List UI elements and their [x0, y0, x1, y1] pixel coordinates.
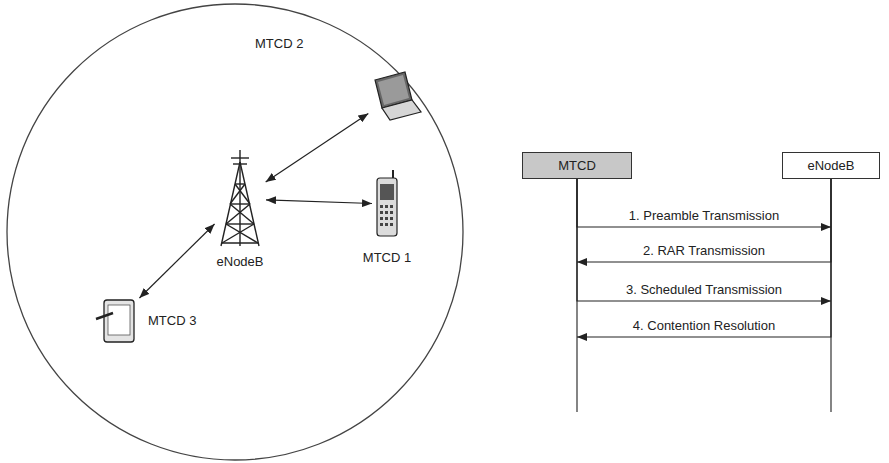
message-label: 1. Preamble Transmission [627, 208, 781, 223]
link-arrow [139, 224, 214, 298]
laptop-icon [375, 72, 421, 120]
tablet-icon [96, 300, 134, 342]
lifeline-head: MTCD [522, 152, 632, 179]
device-label: MTCD 3 [146, 313, 198, 328]
link-arrow [266, 200, 372, 204]
message-arrow [577, 179, 831, 262]
lifeline-title: eNodeB [808, 158, 855, 173]
device-node: MTCD 2 [370, 68, 422, 122]
message-label: 2. RAR Transmission [641, 243, 767, 258]
message-arrow [577, 179, 831, 227]
message-label: 4. Contention Resolution [631, 318, 777, 333]
tower-icon [221, 150, 259, 246]
device-node: MTCD 3 [94, 298, 138, 344]
device-label: eNodeB [215, 254, 266, 269]
cell-boundary [7, 4, 463, 460]
phone-icon [377, 170, 397, 236]
link-arrow [266, 113, 369, 181]
lifeline-title: MTCD [558, 158, 596, 173]
message-arrow [577, 179, 831, 337]
device-node: MTCD 1 [374, 168, 400, 240]
base-station-node: eNodeB [216, 150, 264, 248]
lifeline-head: eNodeB [782, 152, 880, 179]
device-label: MTCD 1 [361, 250, 413, 265]
message-arrow [577, 179, 831, 301]
device-label: MTCD 2 [253, 36, 305, 51]
message-label: 3. Scheduled Transmission [624, 282, 784, 297]
